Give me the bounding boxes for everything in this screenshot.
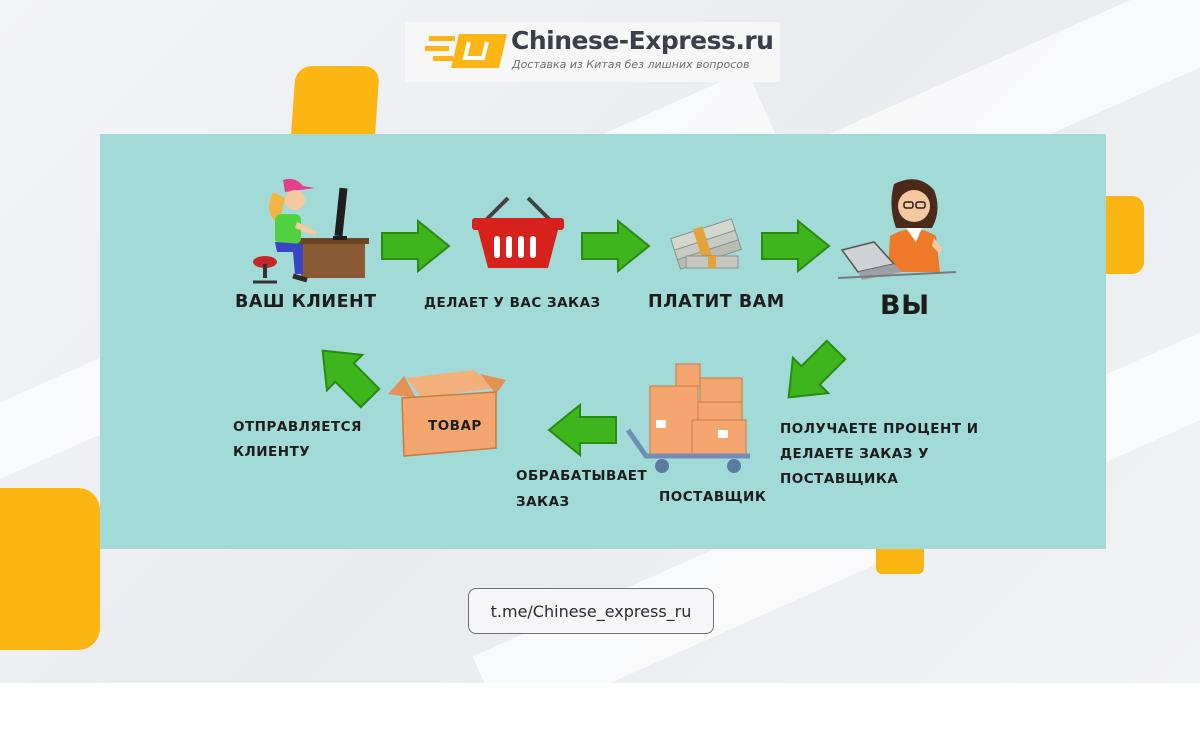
supplier-label: ПОСТАВЩИК (659, 489, 767, 505)
truck-logo-icon (425, 34, 507, 68)
process-label-line-2: ЗАКАЗ (516, 494, 570, 510)
arrow-icon (787, 339, 847, 399)
logo-banner[interactable]: Chinese-Express.ru Доставка из Китая без… (405, 22, 780, 82)
percent-label-line-1: ПОЛУЧАЕТЕ ПРОЦЕНТ И (780, 421, 979, 437)
woman-laptop-icon (837, 179, 957, 280)
decor-shape (0, 488, 100, 650)
arrow-icon (321, 349, 381, 409)
telegram-link[interactable]: t.me/Chinese_express_ru (468, 588, 714, 634)
cardboard-box-icon (388, 370, 506, 457)
send-label-line-2: КЛИЕНТУ (233, 444, 311, 460)
basket-icon (472, 196, 564, 268)
percent-label-line-3: ПОСТАВЩИКА (780, 471, 899, 487)
arrow-icon (581, 218, 651, 274)
client-label: ВАШ КЛИЕНТ (235, 292, 377, 312)
arrow-icon (761, 218, 831, 274)
goods-label: ТОВАР (428, 418, 482, 434)
you-label: ВЫ (880, 290, 930, 321)
send-label-line-1: ОТПРАВЛЯЕТСЯ (233, 419, 362, 435)
logo-title: Chinese-Express.ru (511, 26, 774, 55)
scheme-panel (100, 134, 1106, 549)
client-at-computer-icon (253, 178, 369, 284)
process-label-line-1: ОБРАБАТЫВАЕТ (516, 468, 648, 484)
logo-subtitle: Доставка из Китая без лишних вопросов (512, 58, 750, 71)
arrow-icon (381, 218, 451, 274)
supplier-cart-icon (626, 363, 750, 473)
arrow-icon (547, 402, 617, 458)
percent-label-line-2: ДЕЛАЕТЕ ЗАКАЗ У (780, 446, 929, 462)
money-stack-icon (669, 218, 743, 270)
order-label: ДЕЛАЕТ У ВАС ЗАКАЗ (424, 295, 601, 311)
pay-label: ПЛАТИТ ВАМ (648, 292, 785, 312)
